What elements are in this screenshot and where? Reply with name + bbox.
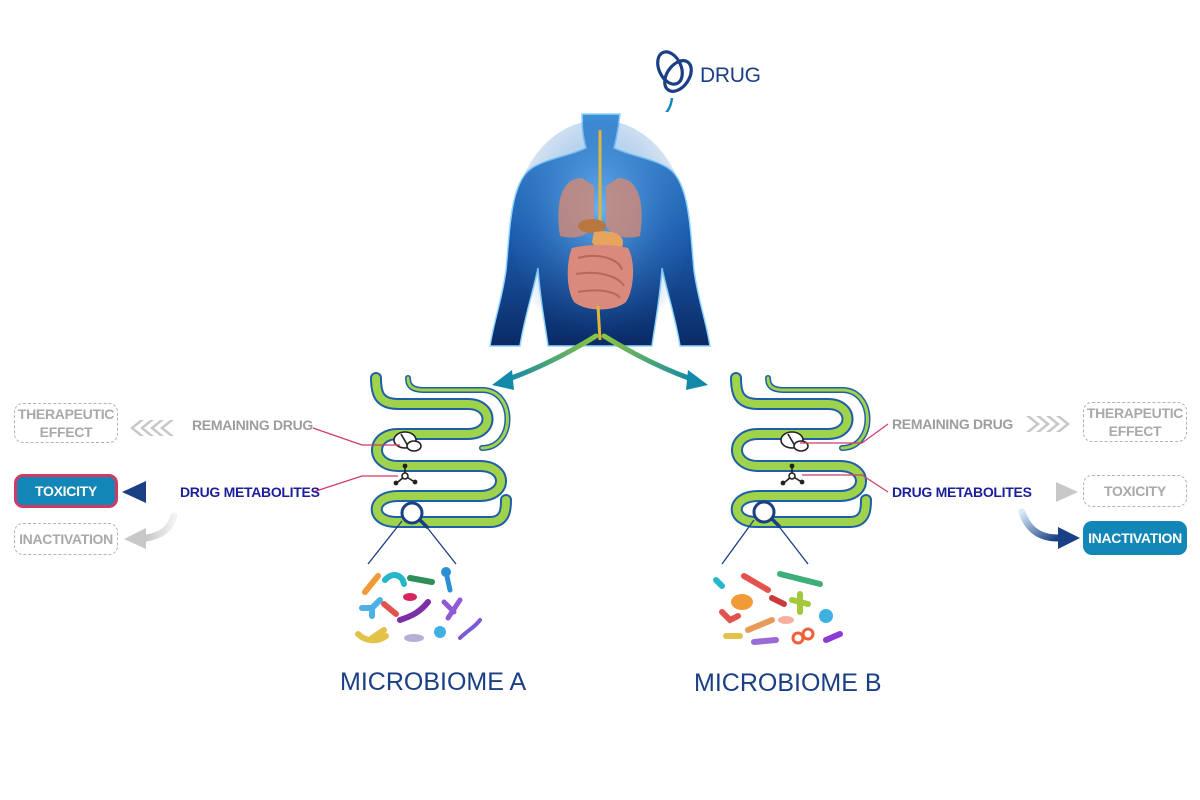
- chevron-arrows-left: [130, 420, 174, 436]
- intestine-icon-a: [376, 378, 508, 522]
- magnifier-icon-b: [721, 500, 809, 565]
- microbe-cluster-b: [713, 571, 843, 645]
- branch-arrow-a: [503, 333, 599, 383]
- drug-label: DRUG: [700, 64, 761, 87]
- chevron-arrows-right: [1026, 416, 1070, 432]
- microbiome-b-title: MICROBIOME B: [694, 669, 882, 697]
- inactivation-box-b: INACTIVATION: [1083, 521, 1187, 555]
- branch-arrow-b: [601, 333, 697, 383]
- magnifier-icon-a: [367, 501, 457, 565]
- drug-pill-icon: [656, 50, 693, 93]
- therapeutic-effect-box-a: THERAPEUTIC EFFECT: [14, 403, 118, 443]
- inactivation-box-a: INACTIVATION: [14, 523, 118, 555]
- drug-metabolites-label-a: DRUG METABOLITES: [180, 484, 320, 500]
- remaining-drug-label-b: REMAINING DRUG: [892, 416, 1014, 432]
- drug-metabolites-label-b: DRUG METABOLITES: [892, 484, 1032, 500]
- remaining-drug-label-a: REMAINING DRUG: [192, 417, 314, 433]
- microbe-cluster-a: [355, 567, 482, 644]
- toxicity-box-a: TOXICITY: [14, 474, 118, 508]
- therapeutic-effect-box-b: THERAPEUTIC EFFECT: [1083, 402, 1187, 442]
- inactivation-arrow-b: [1018, 508, 1062, 542]
- human-body-anatomy-illustration: [488, 112, 711, 348]
- microbiome-a-title: MICROBIOME A: [340, 668, 527, 696]
- toxicity-box-b: TOXICITY: [1083, 475, 1187, 507]
- inactivation-arrow-a: [142, 512, 178, 542]
